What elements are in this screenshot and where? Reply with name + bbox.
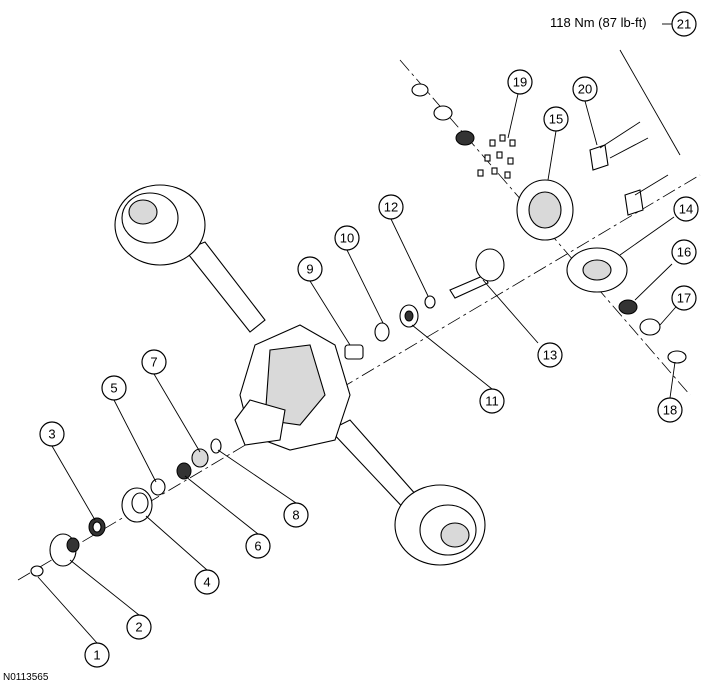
callout-13: 13: [537, 342, 563, 368]
torque-spec-label: 118 Nm (87 lb-ft): [550, 15, 647, 30]
callout-8: 8: [283, 502, 309, 528]
figure-reference-id: N0113565: [3, 672, 49, 683]
callout-13-label: 13: [543, 348, 557, 363]
callout-4: 4: [194, 569, 220, 595]
axle-housing: [114, 184, 486, 566]
callout-11: 11: [479, 388, 505, 414]
exploded-parts: [30, 49, 687, 577]
callout-15-label: 15: [549, 112, 563, 127]
callout-21: 21: [671, 11, 697, 37]
callout-4-label: 4: [203, 575, 210, 590]
center-lines: [17, 59, 701, 581]
bolt-cluster: [477, 134, 516, 179]
callout-11-label: 11: [485, 394, 499, 409]
callout-7-label: 7: [150, 355, 157, 370]
callout-19-label: 19: [513, 75, 527, 90]
callout-2-label: 2: [135, 620, 142, 635]
callout-17: 17: [671, 285, 697, 311]
callout-9: 9: [297, 256, 323, 282]
callout-3: 3: [39, 421, 65, 447]
callout-16-label: 16: [677, 245, 691, 260]
callout-18-label: 18: [663, 403, 677, 418]
callout-17-label: 17: [677, 291, 691, 306]
callout-12-label: 12: [384, 200, 398, 215]
callout-10: 10: [334, 225, 360, 251]
callout-leaders: [37, 93, 683, 644]
callout-9-label: 9: [306, 262, 313, 277]
callout-12: 12: [378, 194, 404, 220]
callout-16: 16: [671, 239, 697, 265]
callout-19: 19: [507, 69, 533, 95]
callout-10-label: 10: [340, 231, 354, 246]
callout-14: 14: [673, 196, 699, 222]
callout-14-label: 14: [679, 202, 693, 217]
callout-6: 6: [245, 533, 271, 559]
callout-5: 5: [101, 375, 127, 401]
callout-1: 1: [84, 642, 110, 668]
callout-18: 18: [657, 397, 683, 423]
callout-8-label: 8: [292, 508, 299, 523]
callout-3-label: 3: [48, 427, 55, 442]
callout-15: 15: [543, 106, 569, 132]
callout-20: 20: [572, 76, 598, 102]
callout-7: 7: [141, 349, 167, 375]
callout-6-label: 6: [254, 539, 261, 554]
callout-21-label: 21: [677, 17, 691, 32]
callout-2: 2: [126, 614, 152, 640]
callout-5-label: 5: [110, 381, 117, 396]
callout-20-label: 20: [578, 82, 592, 97]
callout-1-label: 1: [93, 648, 100, 663]
